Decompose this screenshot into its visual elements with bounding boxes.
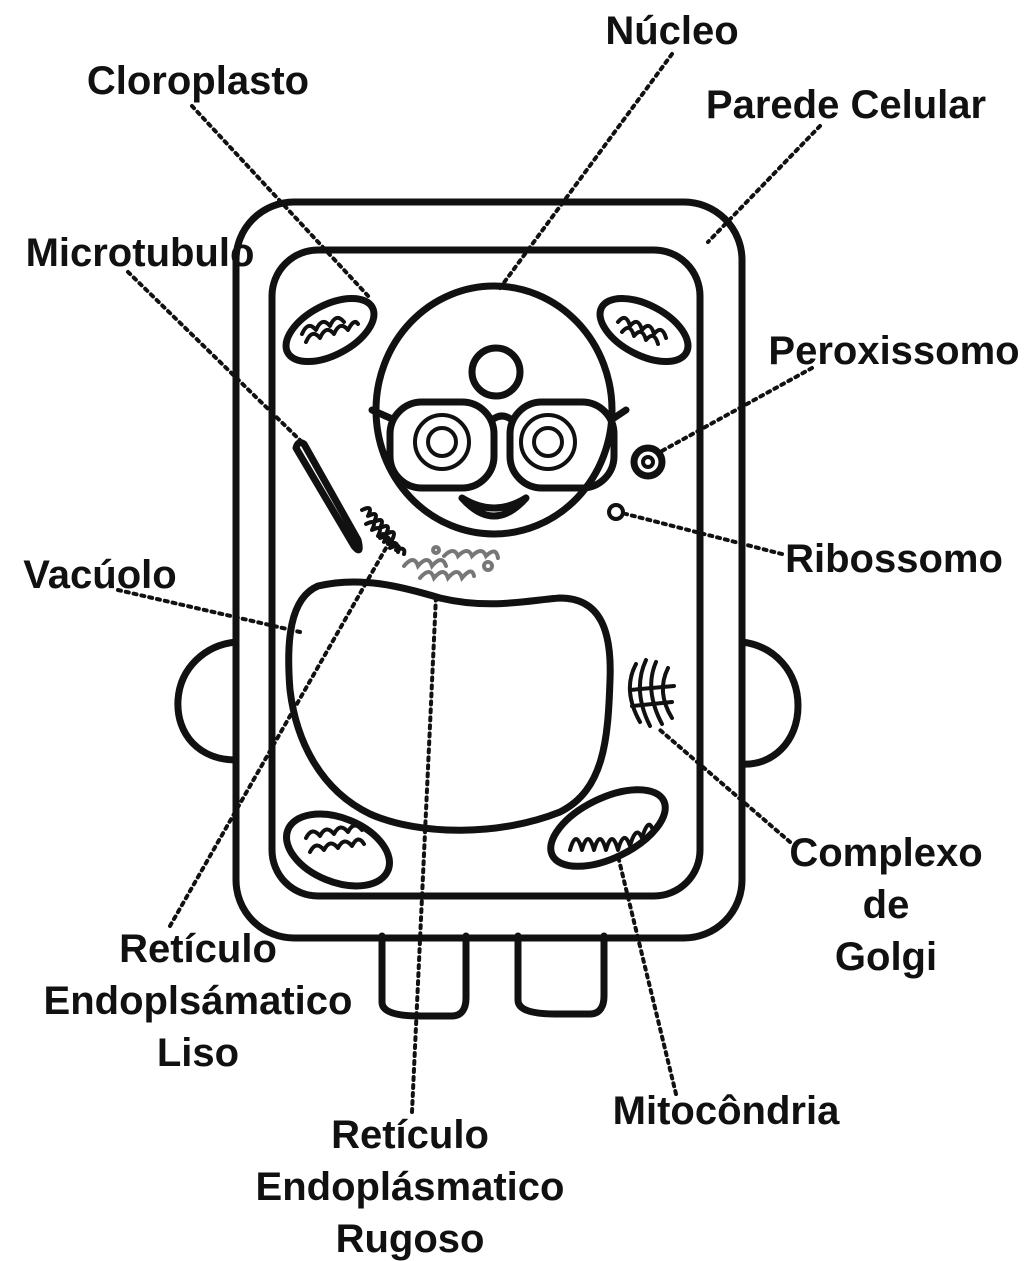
leader-ribossomo <box>626 514 782 554</box>
label-mitocondria: Mitocôndria <box>613 1089 840 1133</box>
mitochondria <box>539 774 677 882</box>
peroxisome <box>634 448 662 476</box>
nucleus <box>376 286 612 534</box>
label-cloroplasto: Cloroplasto <box>87 59 309 103</box>
label-reticulo-rugoso-line3: Rugoso <box>336 1217 485 1261</box>
left-arm <box>178 642 236 760</box>
label-ribossomo: Ribossomo <box>785 537 1003 581</box>
leader-peroxissomo <box>660 368 812 452</box>
label-vacuolo: Vacúolo <box>23 553 176 597</box>
microtubule <box>296 443 359 550</box>
rough-er <box>404 547 498 578</box>
left-leg <box>382 936 466 1016</box>
label-reticulo-rugoso-line1: Retículo <box>331 1113 489 1157</box>
leader-microtubulo <box>128 272 308 448</box>
label-golgi-line1: Complexo <box>789 831 982 875</box>
label-microtubulo: Microtubulo <box>26 231 255 275</box>
label-golgi-line3: Golgi <box>835 935 937 979</box>
chloroplast-top-left <box>276 285 384 374</box>
leader-parede <box>708 126 820 242</box>
smile <box>462 498 526 516</box>
label-golgi-line2: de <box>863 883 910 927</box>
smooth-er <box>362 508 404 554</box>
label-reticulo-liso-line3: Liso <box>157 1031 239 1075</box>
cell-illustration <box>178 202 798 1016</box>
right-leg <box>518 936 604 1014</box>
label-reticulo-liso-line1: Retículo <box>119 927 277 971</box>
label-reticulo-liso-line2: Endoplsámatico <box>44 979 353 1023</box>
golgi-apparatus <box>630 660 674 726</box>
label-peroxissomo: Peroxissomo <box>768 329 1019 373</box>
leader-golgi <box>660 730 790 842</box>
glasses <box>372 402 626 488</box>
vacuole <box>289 582 611 830</box>
ribosome <box>609 505 623 519</box>
label-reticulo-rugoso-line2: Endoplásmatico <box>256 1165 565 1209</box>
label-nucleo: Núcleo <box>605 9 738 53</box>
nucleolus <box>472 348 520 396</box>
labels: Núcleo Cloroplasto Parede Celular Microt… <box>23 9 1019 1261</box>
right-arm <box>742 642 798 764</box>
peroxisome-core <box>643 457 653 467</box>
leader-reticulo-rugoso <box>412 596 436 1112</box>
label-parede-celular: Parede Celular <box>706 83 986 127</box>
